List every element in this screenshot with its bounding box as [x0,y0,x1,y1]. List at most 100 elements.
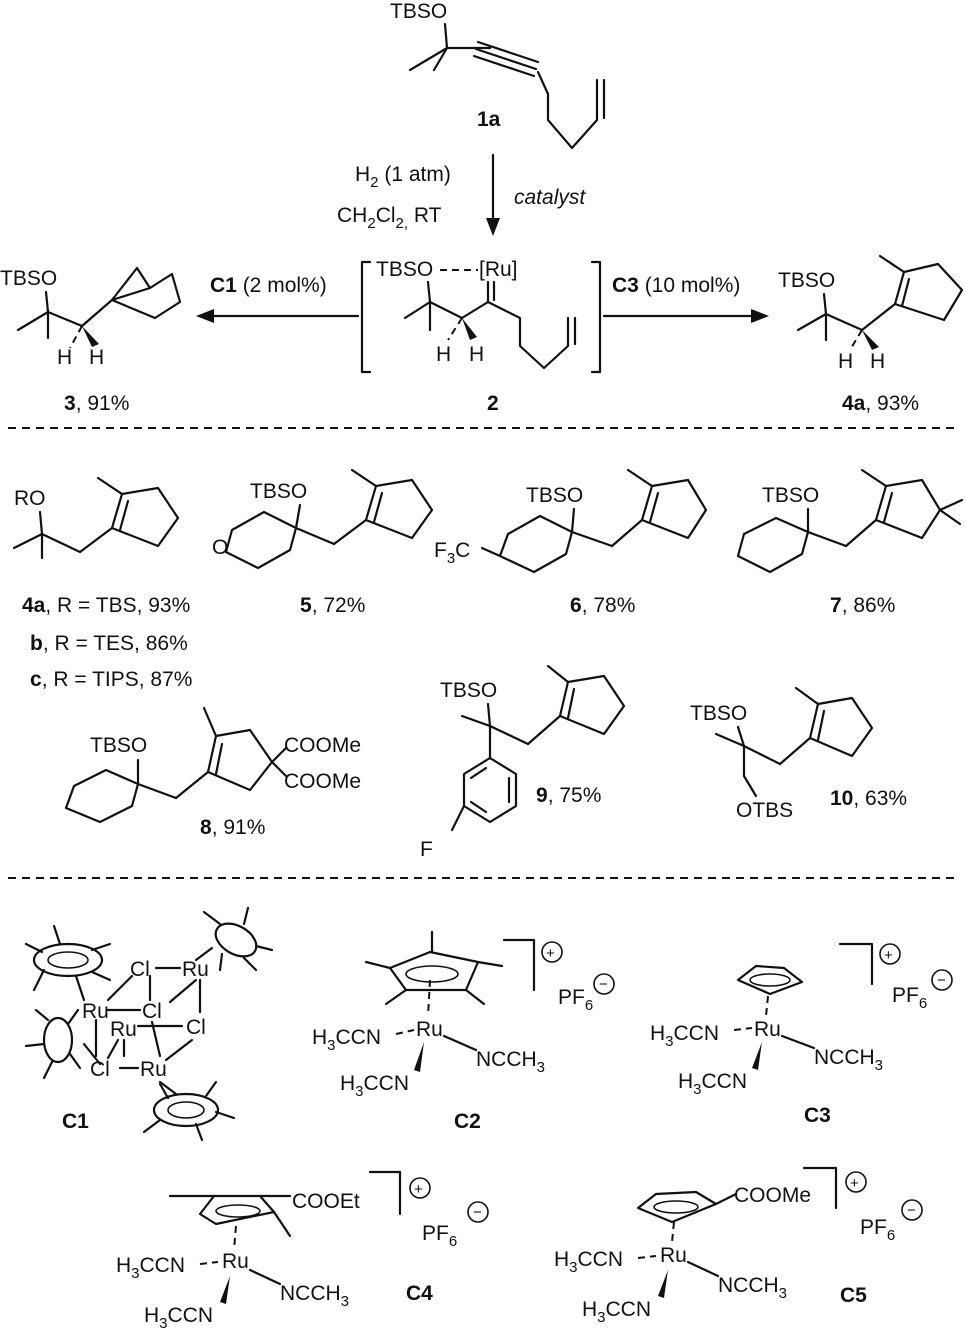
compound-6: TBSO F3C 6, 78% [434,468,708,617]
pf6-label: PF6 [558,986,593,1014]
ru-label: Ru [182,958,209,981]
ligand-label: NCCH3 [280,1282,349,1310]
tbso-label: TBSO [0,267,57,290]
ligand-label: H3CCN [650,1022,719,1050]
intermediate-2: TBSO [Ru] H H 2 [360,258,602,415]
catalyst-c2: Ru H3CCN NCCH3 H3CCN + PF6 − C2 [312,930,615,1133]
fluorine-label: F [420,838,433,861]
catalyst-c4: COOEt Ru H3CCN NCCH3 H3CCN + PF6 − C4 [116,1170,489,1329]
ligand-label: H3CCN [312,1026,381,1054]
ligand-label: NCCH3 [814,1046,883,1074]
minus-charge: − [599,976,608,993]
compound-4c-label: c, R = TIPS, 87% [30,668,192,691]
catalyst-c2-label: C2 [454,1110,481,1133]
h-label: H [57,346,72,369]
product-3-label: 3, 91% [64,392,129,415]
plus-charge: + [884,947,893,964]
ester-label: COOEt [292,1190,360,1213]
ru-label: Ru [82,1000,109,1023]
catalyst-c5: COOMe Ru H3CCN NCCH3 H3CCN + PF6 − C5 [554,1166,923,1326]
compound-5: TBSO O 5, 72% [212,468,434,617]
cl-label: Cl [142,1000,162,1023]
product-4a-label: 4a, 93% [842,392,919,415]
h-label: H [838,350,853,373]
ru-label: Ru [222,1250,249,1273]
h-label: H [436,343,451,366]
catalyst-c1-label: C1 [62,1110,89,1133]
minus-charge: − [937,972,946,989]
compound-1a: TBSO 1a [390,0,606,150]
c1-loading: C1 (2 mol%) [210,274,327,297]
cl-label: Cl [186,1016,206,1039]
ligand-label: H3CCN [582,1298,651,1326]
compound-1a-label: 1a [477,108,501,131]
ligand-label: H3CCN [678,1070,747,1098]
tbso-label: TBSO [390,0,447,23]
conditions-arrow: H2 (1 atm) CH2Cl2, RT catalyst [337,153,586,236]
minus-charge: − [907,1202,916,1219]
reagent-h2: H2 (1 atm) [355,163,451,191]
tbso-label: TBSO [690,702,747,725]
catalyst-c1: Cl Ru Ru Cl Ru Cl Cl Ru C1 [24,906,274,1142]
compound-4a-label: 4a, R = TBS, 93% [22,594,190,617]
catalyst-c3: Ru H3CCN NCCH3 H3CCN + PF6 − C3 [650,942,953,1127]
ru-label: Ru [660,1244,687,1267]
ester-label: COOMe [284,770,361,793]
tbso-label: TBSO [90,734,147,757]
compound-9: TBSO F 9, 75% [420,664,626,861]
catalyst-c4-label: C4 [406,1282,433,1305]
tbso-label: TBSO [250,480,307,503]
ru-label: [Ru] [479,258,518,281]
h-label: H [469,343,484,366]
h-label: H [870,350,885,373]
pf6-label: PF6 [892,984,927,1012]
ligand-label: H3CCN [340,1072,409,1100]
intermediate-2-label: 2 [487,392,499,415]
compound-8-label: 8, 91% [200,816,265,839]
ru-label: Ru [754,1018,781,1041]
tbso-label: TBSO [778,269,835,292]
ru-label: Ru [416,1018,443,1041]
ligand-label: H3CCN [116,1254,185,1282]
catalyst-label: catalyst [514,186,586,209]
ligand-label: NCCH3 [476,1048,545,1076]
compound-7: TBSO 7, 86% [736,468,964,617]
tbso-label: TBSO [526,484,583,507]
tbso-label: TBSO [762,484,819,507]
arrow-to-4a: C3 (10 mol%) [602,274,769,323]
pf6-label: PF6 [422,1222,457,1250]
plus-charge: + [414,1181,423,1198]
tbso-label: TBSO [376,258,433,281]
ligand-label: H3CCN [554,1248,623,1276]
compound-5-label: 5, 72% [300,594,365,617]
compound-4b-label: b, R = TES, 86% [30,632,188,655]
compound-8: TBSO COOMe COOMe 8, 91% [64,706,361,839]
compound-4abc: RO 4a, R = TBS, 93% b, R = TES, 86% c, R… [12,476,192,691]
compound-9-label: 9, 75% [536,784,601,807]
product-3: TBSO H H 3, 91% [0,266,182,415]
plus-charge: + [850,1175,859,1192]
catalyst-c3-label: C3 [804,1104,831,1127]
minus-charge: − [473,1204,482,1221]
h-label: H [89,346,104,369]
c3-loading: C3 (10 mol%) [612,274,740,297]
ligand-label: NCCH3 [718,1274,787,1302]
cl-label: Cl [90,1058,110,1081]
ligand-label: H3CCN [144,1304,213,1329]
ro-label: RO [14,487,46,510]
plus-charge: + [546,945,555,962]
oxygen-label: O [212,536,228,559]
compound-7-label: 7, 86% [830,594,895,617]
tbso-label: TBSO [440,679,497,702]
compound-10-label: 10, 63% [830,787,907,810]
compound-6-label: 6, 78% [570,594,635,617]
compound-10: TBSO OTBS 10, 63% [690,686,907,822]
catalyst-c5-label: C5 [840,1284,867,1307]
product-4a: TBSO H H 4a, 93% [778,254,964,415]
otbs-label: OTBS [736,799,793,822]
arrow-to-3: C1 (2 mol%) [196,274,360,323]
solvent-label: CH2Cl2, RT [337,204,442,232]
ru-label: Ru [110,1018,137,1041]
cl-label: Cl [130,958,150,981]
